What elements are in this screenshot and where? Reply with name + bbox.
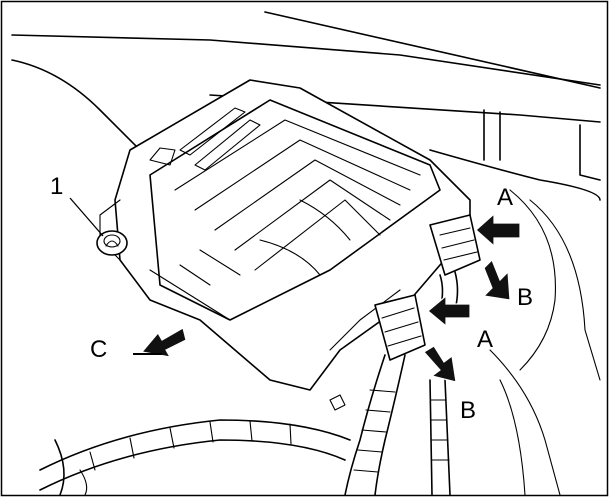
arrow-a-lower	[427, 294, 471, 328]
arrow-a-upper	[475, 212, 521, 248]
ecu-module	[99, 79, 471, 411]
arrow-b-lower	[423, 345, 457, 383]
clip-grommet	[96, 230, 128, 256]
callout-a-upper: A	[497, 184, 513, 211]
callout-b-upper: B	[517, 284, 533, 311]
connector-upper	[429, 214, 481, 276]
part-1-leader	[69, 197, 104, 237]
connector-lower	[374, 294, 426, 361]
wire-harness	[39, 271, 459, 496]
callout-a-lower: A	[477, 326, 493, 353]
callout-part-1: 1	[50, 173, 63, 200]
callout-c: C	[90, 336, 107, 363]
arrow-c	[140, 327, 187, 358]
arrow-b-upper	[482, 258, 511, 301]
callout-b-lower: B	[460, 397, 476, 424]
